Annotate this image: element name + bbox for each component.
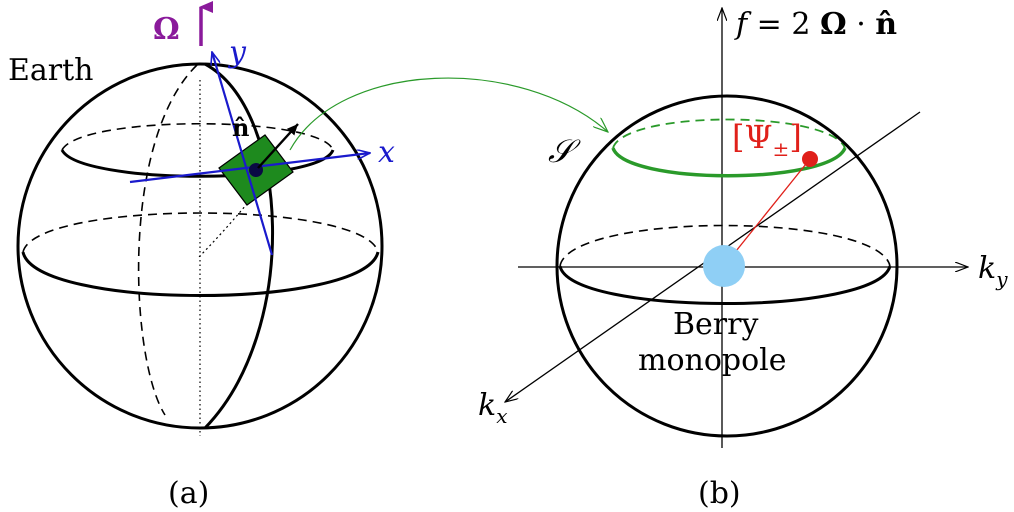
ky-label: ky bbox=[978, 251, 1008, 291]
panel-b: f = 2 Ω · n̂ ky kx 𝒮 [Ψ±] Berry monopole… bbox=[478, 7, 1008, 511]
y-axis-line bbox=[212, 52, 274, 256]
caption-b: (b) bbox=[698, 476, 741, 511]
equator-front bbox=[21, 251, 380, 297]
panel-a: Earth Ω y x n̂ (a) bbox=[8, 1, 395, 511]
parameter-sphere bbox=[555, 94, 899, 438]
psi-label: [Ψ±] bbox=[732, 118, 802, 161]
earth-label: Earth bbox=[8, 53, 94, 88]
svg-text:f = 2 Ω · n̂: f = 2 Ω · n̂ bbox=[734, 7, 897, 42]
caption-a: (a) bbox=[168, 476, 209, 511]
svg-text:[Ψ±]: [Ψ±] bbox=[732, 118, 802, 161]
state-vector-line bbox=[723, 158, 811, 267]
orbit-front bbox=[611, 147, 847, 178]
y-axis-label: y bbox=[227, 35, 247, 70]
omega-label: Ω bbox=[153, 12, 180, 47]
front-meridian bbox=[203, 62, 274, 430]
monopole-label-line1: Berry bbox=[673, 307, 758, 342]
state-point bbox=[802, 151, 818, 167]
upper-latitude-front bbox=[60, 149, 335, 178]
x-axis-label: x bbox=[378, 135, 395, 170]
berry-monopole bbox=[703, 245, 745, 287]
f-axis-label: f = 2 Ω · n̂ bbox=[734, 7, 897, 42]
mapping-arrow bbox=[289, 77, 608, 151]
monopole-label-line2: monopole bbox=[638, 343, 787, 378]
n-hat-label: n̂ bbox=[232, 113, 249, 142]
surface-s-label: 𝒮 bbox=[548, 132, 581, 170]
b-equator-front bbox=[558, 265, 892, 305]
svg-text:kx: kx bbox=[478, 388, 507, 428]
hidden-meridian bbox=[137, 64, 198, 416]
n-hat-arrow bbox=[257, 123, 299, 169]
b-equator-back bbox=[559, 224, 891, 267]
equator-back bbox=[22, 212, 379, 253]
svg-text:ky: ky bbox=[978, 251, 1008, 291]
orbit-back bbox=[612, 118, 846, 149]
earth-sphere bbox=[16, 62, 384, 430]
upper-latitude-back bbox=[61, 122, 334, 151]
kx-label: kx bbox=[478, 388, 507, 428]
